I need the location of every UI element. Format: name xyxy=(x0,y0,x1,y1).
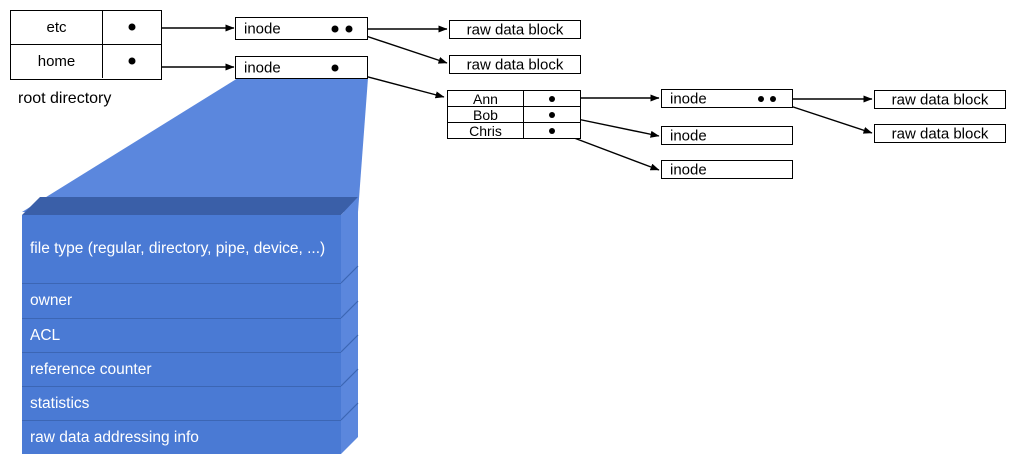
inode-field-label: raw data addressing info xyxy=(30,428,199,446)
table-row[interactable]: home xyxy=(11,44,161,79)
inode-field-label: reference counter xyxy=(30,360,152,378)
inode-box-label: inode xyxy=(670,127,707,144)
raw-data-block-2[interactable]: raw data block xyxy=(449,55,581,74)
raw-data-block-label: raw data block xyxy=(466,56,564,73)
pointer-dot-icon xyxy=(549,128,555,134)
block-top-face xyxy=(22,197,358,215)
pointer-dot-icon xyxy=(128,23,136,31)
inode-field-acl: ACL xyxy=(22,318,341,352)
inode-box-label: inode xyxy=(670,161,707,178)
raw-data-block-4[interactable]: raw data block xyxy=(874,124,1006,143)
inode-detail-block: file type (regular, directory, pipe, dev… xyxy=(22,215,341,454)
root-dir-entry-name: home xyxy=(11,44,103,78)
root-dir-entry-name: etc xyxy=(11,11,103,44)
table-row[interactable]: Chris xyxy=(448,123,580,139)
inode-box-label: inode xyxy=(244,59,281,76)
root-dir-entry-pointer xyxy=(103,11,161,44)
pointer-dot-icon xyxy=(331,25,339,32)
pointer-dot-icon xyxy=(770,95,776,102)
magnifier-wedge xyxy=(22,78,368,212)
home-dir-entry-name: Bob xyxy=(448,107,524,123)
inode-box-2[interactable]: inode xyxy=(235,56,368,79)
home-dir-entry-pointer xyxy=(524,107,580,122)
table-row[interactable]: Bob xyxy=(448,107,580,123)
home-dir-entry-pointer xyxy=(524,91,580,106)
block-side-face xyxy=(341,197,358,454)
pointer-dot-icon xyxy=(345,25,353,32)
pointer-dot-icon xyxy=(331,64,339,71)
inode-field-label: ACL xyxy=(30,326,61,344)
table-row[interactable]: etc xyxy=(11,11,161,45)
pointer-dot-icon xyxy=(128,57,136,65)
raw-data-block-label: raw data block xyxy=(466,21,564,38)
inode-field-label: statistics xyxy=(30,394,90,412)
pointer-dot-icon xyxy=(549,111,555,118)
inode-field-label: owner xyxy=(30,292,73,310)
inode-field-statistics: statistics xyxy=(22,386,341,420)
raw-data-block-label: raw data block xyxy=(891,125,989,142)
inode-box-label: inode xyxy=(244,20,281,37)
root-directory-table: etc home xyxy=(10,10,162,80)
table-row[interactable]: Ann xyxy=(448,91,580,107)
root-directory-caption: root directory xyxy=(18,90,112,107)
inode-box-label: inode xyxy=(670,90,707,107)
raw-data-block-1[interactable]: raw data block xyxy=(449,20,581,39)
home-dir-entry-pointer xyxy=(524,123,580,139)
home-directory-table: Ann Bob Chris xyxy=(447,90,581,139)
inode-box-4[interactable]: inode xyxy=(661,126,793,145)
inode-box-1[interactable]: inode xyxy=(235,17,368,40)
inode-box-3[interactable]: inode xyxy=(661,89,793,108)
inode-box-5[interactable]: inode xyxy=(661,160,793,179)
inode-field-raw-data-addressing-info: raw data addressing info xyxy=(22,420,341,454)
home-dir-entry-name: Ann xyxy=(448,91,524,107)
inode-field-file-type: file type (regular, directory, pipe, dev… xyxy=(22,215,341,283)
block-side-separators xyxy=(340,265,359,421)
raw-data-block-label: raw data block xyxy=(891,91,989,108)
pointer-dot-icon xyxy=(549,95,555,102)
inode-field-label: file type (regular, directory, pipe, dev… xyxy=(30,240,326,258)
inode-field-owner: owner xyxy=(22,283,341,318)
home-dir-entry-name: Chris xyxy=(448,123,524,139)
inode-field-reference-counter: reference counter xyxy=(22,352,341,386)
pointer-dot-icon xyxy=(758,95,764,102)
root-dir-entry-pointer xyxy=(103,45,161,79)
raw-data-block-3[interactable]: raw data block xyxy=(874,90,1006,109)
